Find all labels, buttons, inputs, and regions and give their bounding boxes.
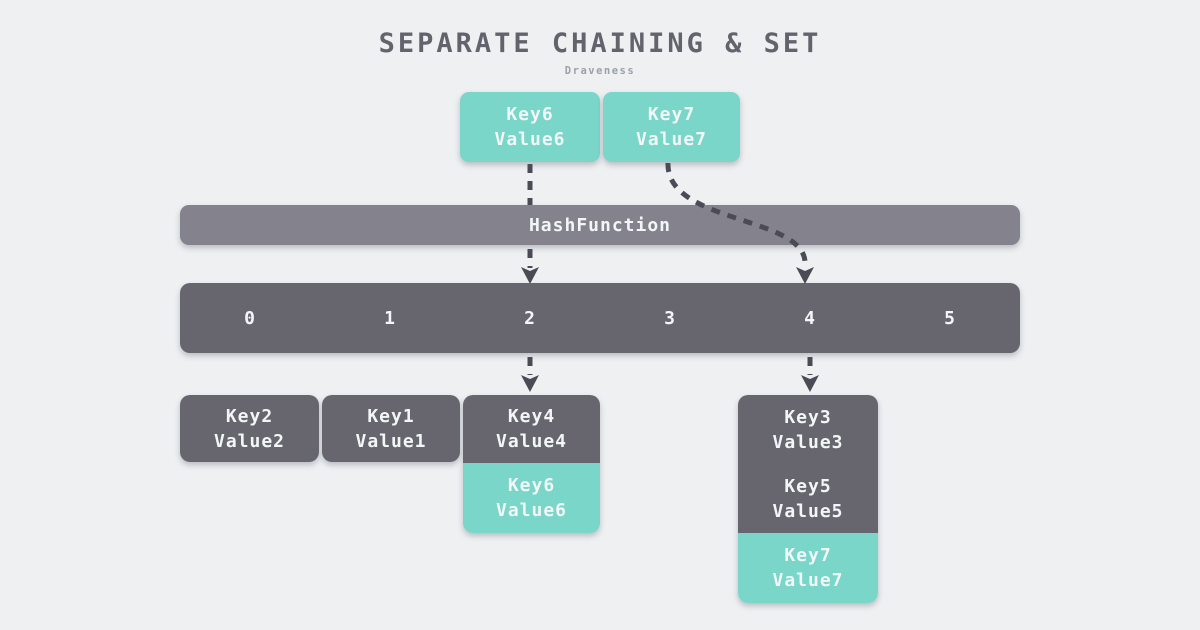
entry-key: Key3 <box>784 406 832 428</box>
entry-key: Key5 <box>784 475 832 497</box>
arrow-bucket2-head-icon <box>521 375 539 392</box>
arrow-key7-head-icon <box>796 267 814 284</box>
entry-key: Key2 <box>225 405 274 427</box>
page-subtitle: Draveness <box>564 65 636 77</box>
bucket-array-bar: 0 1 2 3 4 5 <box>180 283 1020 353</box>
chain-entry-key1: Key1 Value1 <box>322 395 460 462</box>
chain-entry-key3: Key3 Value3 <box>738 395 878 464</box>
incoming-key6-key: Key6 <box>506 104 554 125</box>
chain-entry-key7-highlight: Key7 Value7 <box>738 533 878 603</box>
incoming-key7-box: Key7 Value7 <box>603 92 740 162</box>
entry-key: Key6 <box>507 475 556 496</box>
entry-value: Value2 <box>213 430 286 452</box>
arrow-bucket4-to-chain <box>801 357 819 392</box>
incoming-key7-key: Key7 <box>647 104 696 125</box>
chain-bucket4: Key3 Value3 Key5 Value5 Key7 Value7 <box>738 395 878 603</box>
bucket-label-5: 5 <box>944 307 956 329</box>
hash-function-label: HashFunction <box>528 214 672 236</box>
entry-value: Value6 <box>495 500 568 521</box>
chain-entry-key5: Key5 Value5 <box>738 464 878 533</box>
chain-entry-key4: Key4 Value4 <box>463 395 600 463</box>
arrow-bucket2-to-chain <box>521 357 539 392</box>
incoming-key7-value: Value7 <box>635 129 708 150</box>
chain-entry-key2: Key2 Value2 <box>180 395 319 462</box>
entry-value: Value1 <box>355 430 427 452</box>
bucket-cell-4: 4 <box>740 283 880 353</box>
bucket-label-2: 2 <box>524 307 536 329</box>
chain-entry-key6-highlight: Key6 Value6 <box>463 463 600 533</box>
bucket-label-0: 0 <box>244 307 256 329</box>
entry-key: Key4 <box>507 406 556 427</box>
incoming-key6-box: Key6 Value6 <box>460 92 600 162</box>
entry-key: Key1 <box>367 405 415 427</box>
arrow-bucket4-head-icon <box>801 375 819 392</box>
chain-bucket1: Key1 Value1 <box>322 395 460 462</box>
arrow-key6-head-icon <box>521 267 539 284</box>
bucket-cell-3: 3 <box>600 283 740 353</box>
bucket-label-3: 3 <box>664 307 676 329</box>
bucket-cell-5: 5 <box>880 283 1020 353</box>
entry-value: Value3 <box>772 431 844 453</box>
bucket-label-1: 1 <box>384 307 396 329</box>
page-title: SEPARATE CHAINING & SET <box>378 28 822 59</box>
entry-value: Value5 <box>772 500 844 522</box>
hash-function-bar: HashFunction <box>180 205 1020 245</box>
entry-value: Value4 <box>495 431 568 452</box>
bucket-cell-0: 0 <box>180 283 320 353</box>
chain-bucket2: Key4 Value4 Key6 Value6 <box>463 395 600 533</box>
bucket-cell-2: 2 <box>460 283 600 353</box>
entry-value: Value7 <box>772 570 844 591</box>
chain-bucket0: Key2 Value2 <box>180 395 319 462</box>
incoming-key6-value: Value6 <box>494 129 566 150</box>
bucket-cell-1: 1 <box>320 283 460 353</box>
bucket-label-4: 4 <box>804 307 816 329</box>
entry-key: Key7 <box>784 545 832 566</box>
